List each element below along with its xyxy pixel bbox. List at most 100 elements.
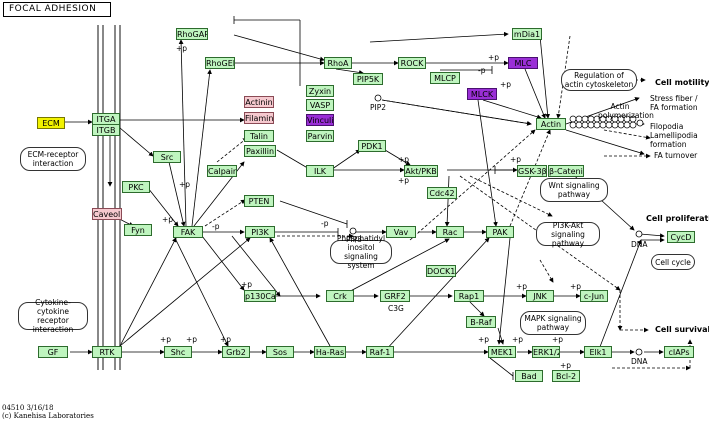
node-itga[interactable]: ITGA [92,113,120,125]
node-fak[interactable]: FAK [173,226,203,238]
edge-label-mp: -p [478,66,486,75]
node-calpain[interactable]: Calpain [207,165,237,177]
node-akt[interactable]: Akt/PKB [404,165,438,177]
edge-label-mp: -p [212,222,220,231]
node-crk[interactable]: Crk [326,290,354,302]
node-jnk[interactable]: JNK [526,290,554,302]
node-paxillin[interactable]: Paxillin [244,145,276,157]
edge-label-p: +p [560,361,572,370]
edge-label-p: +p [179,180,191,189]
node-sos[interactable]: Sos [266,346,294,358]
node-bcl2[interactable]: Bcl-2 [552,370,580,382]
label-cell-proliferation: Cell proliferation [646,214,709,223]
node-vasp[interactable]: VASP [306,99,334,111]
metabolite-circles [349,94,644,356]
node-filamin[interactable]: Filamin [244,112,274,124]
node-pkc[interactable]: PKC [122,181,150,193]
node-parvin[interactable]: Parvin [306,130,334,142]
node-pip5k[interactable]: PIP5K [353,73,383,85]
node-vav[interactable]: Vav [386,226,416,238]
node-ecm[interactable]: ECM [37,117,65,129]
node-actin[interactable]: Actin [536,118,566,130]
node-cycd[interactable]: CycD [667,231,695,243]
label-stress-fiber: Stress fiber / FA formation [650,94,698,112]
node-bcatenin[interactable]: β-Catenin [548,165,584,177]
node-cjun[interactable]: c-Jun [580,290,608,302]
edge-label-p: +p [162,215,174,224]
node-zyxin[interactable]: Zyxin [306,85,334,97]
node-bad[interactable]: Bad [515,370,543,382]
edge-label-p: +p [478,335,490,344]
node-vinculin[interactable]: Vinculin [306,114,334,126]
node-rtk[interactable]: RTK [92,346,122,358]
node-p130cas[interactable]: p130Cas [244,290,276,302]
node-grb2[interactable]: Grb2 [222,346,250,358]
pathway-regulation-actin[interactable]: Regulation of actin cytoskeleton [561,69,637,91]
inhibition-edges [233,16,520,380]
node-erk[interactable]: ERK1/2 [532,346,560,358]
node-src[interactable]: Src [153,151,181,163]
node-mek1[interactable]: MEK1 [488,346,516,358]
node-mlc[interactable]: MLC [508,57,538,69]
node-itgb[interactable]: ITGB [92,124,120,136]
node-cdc42[interactable]: Cdc42 [427,187,457,199]
node-rock[interactable]: ROCK [398,57,426,69]
node-rac[interactable]: Rac [436,226,464,238]
label-cell-motility: Cell motility [655,78,709,87]
label-pip2: PIP2 [370,103,387,112]
pathway-cell-cycle[interactable]: Cell cycle [651,254,695,270]
pathway-cytokine[interactable]: Cytokine-cytokine receptor interaction [18,298,88,334]
node-mdia1[interactable]: mDia1 [512,28,542,40]
node-rhogef[interactable]: RhoGEF [205,57,235,69]
node-pdk1[interactable]: PDK1 [358,140,386,152]
pathway-ecm-receptor[interactable]: ECM-receptor interaction [20,147,86,171]
label-pip3: PIP3 [346,235,363,244]
edge-label-p: +p [398,155,410,164]
node-caveolin[interactable]: Caveolin [92,208,122,220]
label-dna-1: DNA [631,240,648,249]
edge-label-p: +p [500,80,512,89]
node-actinin[interactable]: Actinin [244,96,274,108]
node-braf[interactable]: B-Raf [466,316,496,328]
node-ciaps[interactable]: cIAPs [664,346,694,358]
edge-label-p: +p [488,53,500,62]
node-raf1[interactable]: Raf-1 [366,346,394,358]
label-dna-2: DNA [631,357,648,366]
pathway-pi3k-akt[interactable]: PI3K-Akt signaling pathway [536,221,600,248]
label-cell-survival: Cell survival [655,325,709,334]
node-mlcp[interactable]: MLCP [430,72,460,84]
node-hras[interactable]: Ha-Ras [314,346,346,358]
label-filopodia: Filopodia Lamellipodia formation [650,122,698,149]
label-actin-polymerization: Actin polymerization [598,102,654,120]
pathway-wnt[interactable]: Wnt signaling pathway [540,178,608,202]
node-dock1[interactable]: DOCK1 [426,265,456,277]
pathway-mapk[interactable]: MAPK signaling pathway [520,311,586,335]
node-pten[interactable]: PTEN [244,195,274,207]
node-fyn[interactable]: Fyn [124,224,152,236]
node-shc[interactable]: Shc [164,346,192,358]
cell-membrane-lines [97,25,121,370]
label-c3g: C3G [388,304,404,313]
node-talin[interactable]: Talin [244,130,274,142]
edge-label-p: +p [552,335,564,344]
node-pak[interactable]: PAK [486,226,514,238]
node-gf[interactable]: GF [38,346,68,358]
node-pi3k[interactable]: PI3K [245,226,275,238]
footer-code: 04510 3/16/18 [2,404,54,412]
edge-label-p: +p [510,155,522,164]
node-gsk3b[interactable]: GSK-3β [517,165,547,177]
node-rhogap[interactable]: RhoGAP [176,28,208,40]
node-rap1[interactable]: Rap1 [454,290,484,302]
node-rhoa[interactable]: RhoA [324,57,352,69]
actin-filament [569,115,637,129]
edge-label-p: +p [570,282,582,291]
edge-label-p: +p [512,335,524,344]
node-mlck[interactable]: MLCK [467,88,497,100]
node-ilk[interactable]: ILK [306,165,334,177]
node-elk1[interactable]: Elk1 [584,346,612,358]
node-grf2[interactable]: GRF2 [380,290,410,302]
edge-label-p: +p [398,176,410,185]
edge-label-mp: -p [321,219,329,228]
